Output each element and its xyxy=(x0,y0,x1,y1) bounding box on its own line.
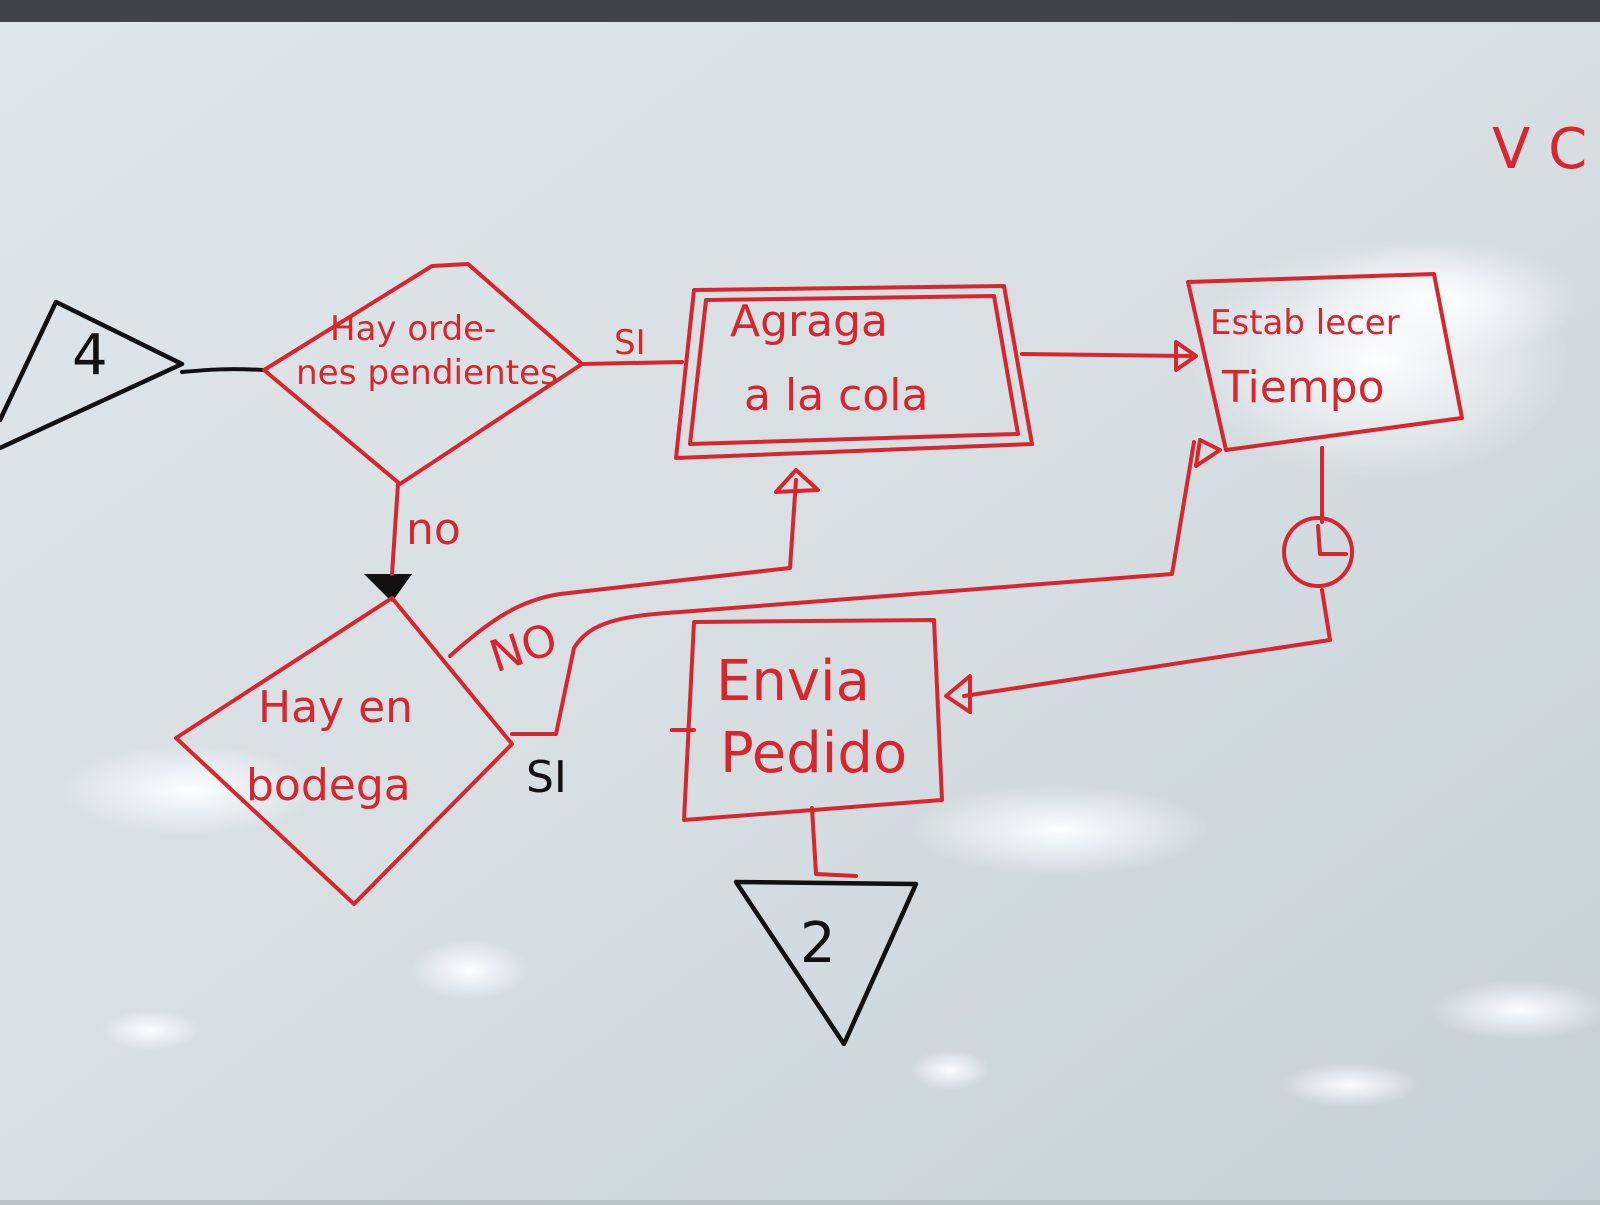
process-queue-line-2: a la cola xyxy=(744,370,928,421)
decision-pending-line-1: Hay orde- xyxy=(330,309,496,349)
label-stock-yes: SI xyxy=(526,752,567,803)
glare-reflections xyxy=(60,240,1600,1107)
process-send-order: Envia Pedido xyxy=(682,618,944,822)
end-connector-label: 2 xyxy=(800,911,836,976)
process-time-line-1: Estab lecer xyxy=(1210,303,1400,343)
process-queue-line-1: Agraga xyxy=(730,296,888,347)
timer-clock-icon xyxy=(1282,516,1354,588)
arrowhead-black xyxy=(364,574,412,602)
start-connector: 4 xyxy=(0,299,185,451)
decision-in-stock: Hay en bodega xyxy=(174,596,514,906)
process-time-line-2: Tiempo xyxy=(1221,362,1385,413)
start-connector-triangle xyxy=(0,299,185,451)
decision-pending-orders: Hay orde- nes pendientes xyxy=(262,262,584,486)
process-send-line-2: Pedido xyxy=(720,721,907,786)
process-establish-time: Estab lecer Tiempo xyxy=(1186,272,1464,452)
decision-stock-line-2: bodega xyxy=(246,760,411,811)
decision-stock-line-1: Hay en xyxy=(258,682,413,733)
process-send-line-1: Envia xyxy=(716,649,870,714)
process-add-to-queue: Agraga a la cola xyxy=(674,284,1034,460)
end-connector-triangle xyxy=(733,879,919,1047)
flow-lines xyxy=(180,340,1332,878)
decision-pending-line-2: nes pendientes xyxy=(296,353,558,393)
label-pending-no: no xyxy=(406,504,461,555)
board-surface xyxy=(0,22,1600,1200)
corner-marks: V C xyxy=(1492,117,1587,182)
label-pending-yes: SI xyxy=(614,323,646,363)
end-connector: 2 xyxy=(733,879,919,1047)
start-connector-label: 4 xyxy=(72,323,108,388)
